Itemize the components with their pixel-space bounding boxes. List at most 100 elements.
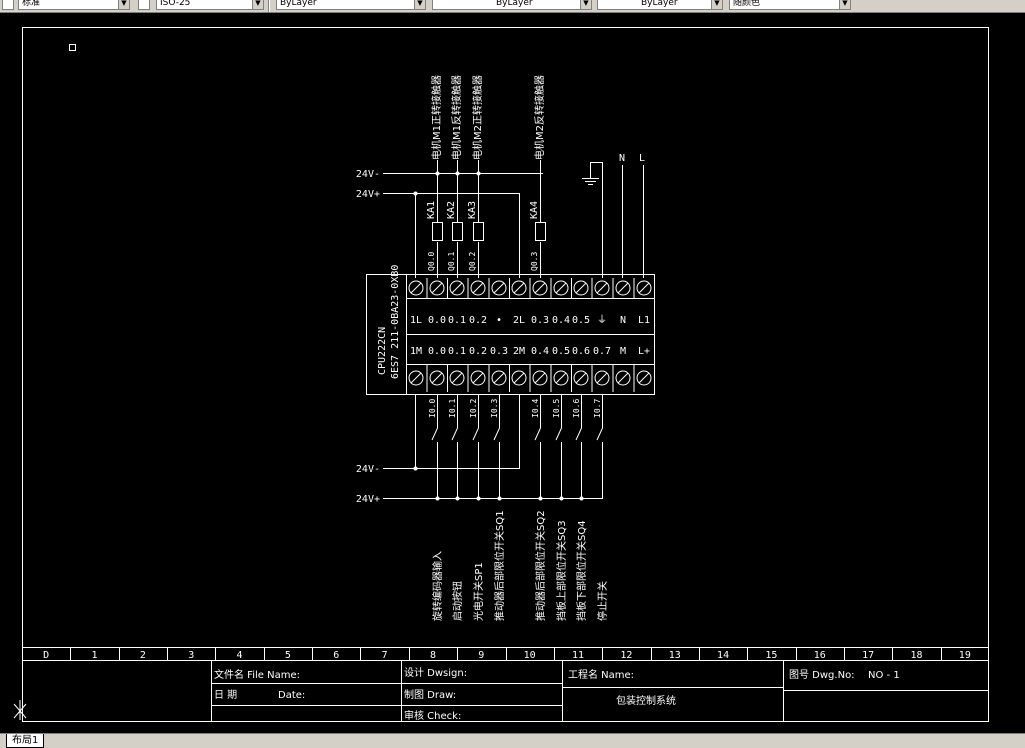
ruler-cell-label: 18	[910, 650, 922, 661]
label-draw: 制图 Draw:	[404, 688, 456, 701]
terminal-screw	[532, 370, 548, 386]
terminal-slot	[513, 372, 525, 384]
terminal-label-upper: 0.2	[469, 315, 487, 326]
junction-dot	[435, 171, 440, 176]
input-device-label: 推动器后部限位开关SQ1	[493, 510, 506, 621]
terminal-label-lower: 0.3	[490, 346, 508, 357]
junction-dot	[476, 496, 481, 501]
switch-contact	[431, 427, 438, 441]
terminal-slot	[534, 282, 546, 294]
label-supply-l: L	[639, 153, 645, 164]
input-address-label: I0.0	[428, 399, 437, 418]
terminal-label-upper: 0.0	[428, 315, 446, 326]
input-device-label: 挡板下部限位开关SQ4	[575, 520, 588, 621]
ruler-cell-label: 12	[620, 650, 632, 661]
chevron-down-icon[interactable]: ▼	[118, 0, 129, 9]
terminal-slot	[472, 372, 484, 384]
output-address-label: Q0.3	[530, 252, 539, 271]
terminal-screw	[408, 370, 424, 386]
terminal-slot	[638, 372, 650, 384]
junction-dot	[435, 496, 440, 501]
ruler-cell-label: 9	[478, 650, 484, 661]
ruler-cell-label: 19	[959, 650, 971, 661]
terminal-screw	[491, 280, 507, 296]
switch-contact	[534, 427, 541, 441]
terminal-slot	[596, 282, 608, 294]
dim-style-combo[interactable]: ISO-25 ▼	[156, 0, 264, 10]
ruler-cell-label: 8	[430, 650, 436, 661]
plc-body	[366, 274, 655, 395]
terminal-label-lower: 2M	[513, 346, 525, 357]
terminal-screw	[429, 370, 445, 386]
properties-toolbar: 标准 ▼ ISO-25 ▼ ByLayer ▼ ByLayer ▼ ByLaye…	[0, 0, 1025, 13]
coil-ka2	[452, 222, 463, 241]
switch-contact	[575, 427, 582, 441]
label-date-en: Date:	[278, 690, 305, 701]
terminal-screw	[636, 370, 652, 386]
linetype-combo[interactable]: ByLayer ▼	[432, 0, 592, 10]
plotstyle-combo[interactable]: 随颜色 ▼	[729, 0, 851, 10]
terminal-label-lower: M	[620, 346, 626, 357]
output-address-label: Q0.0	[427, 252, 436, 271]
corner-marker	[69, 44, 76, 51]
label-24v-plus-top: 24V+	[356, 189, 380, 200]
input-device-label: 旋转编码器输入	[431, 551, 444, 621]
chevron-down-icon[interactable]: ▼	[839, 0, 850, 9]
input-address-label: I0.5	[552, 399, 561, 418]
input-device-label: 启动按钮	[451, 581, 464, 621]
terminal-slot	[451, 282, 463, 294]
input-device-label: 停止开关	[596, 581, 609, 621]
terminal-slot	[555, 282, 567, 294]
output-device-label: 电机M1正转接触器	[430, 75, 443, 160]
terminal-slot	[617, 282, 629, 294]
terminal-screw	[615, 280, 631, 296]
ruler-cell-label: 17	[862, 650, 874, 661]
terminal-label-lower: 1M	[410, 346, 422, 357]
input-address-label: I0.1	[448, 399, 457, 418]
chevron-down-icon[interactable]: ▼	[711, 0, 722, 9]
input-device-label: 挡板上部限位开关SQ3	[555, 520, 568, 621]
terminal-screw	[636, 280, 652, 296]
terminal-screw	[553, 280, 569, 296]
tab-layout1[interactable]: 布局1	[6, 734, 45, 748]
label-dwg-no: 图号 Dwg.No:	[789, 669, 855, 681]
label-check: 审核 Check:	[404, 709, 461, 722]
linetype-value: ByLayer	[496, 0, 533, 8]
terminal-label-upper: 1L	[410, 315, 422, 326]
terminal-screw	[573, 370, 589, 386]
text-style-combo[interactable]: 标准 ▼	[18, 0, 130, 10]
terminal-screw	[470, 280, 486, 296]
terminal-screw	[573, 280, 589, 296]
terminal-screw	[470, 370, 486, 386]
terminal-screw	[615, 370, 631, 386]
terminal-screw	[408, 280, 424, 296]
chevron-down-icon[interactable]: ▼	[414, 0, 425, 9]
layer-combo[interactable]: ByLayer ▼	[276, 0, 426, 10]
junction-dot	[538, 496, 543, 501]
plc-order-label: 6ES7 211-0BA23-0XB0	[390, 265, 401, 379]
output-address-label: Q0.1	[447, 252, 456, 271]
plotstyle-value: 随颜色	[733, 0, 761, 8]
ruler-cell-label: D	[43, 650, 49, 661]
ruler-cell-label: 15	[765, 650, 777, 661]
chevron-down-icon[interactable]: ▼	[252, 0, 263, 9]
lineweight-combo[interactable]: ByLayer ▼	[597, 0, 723, 10]
coil-label: KA3	[467, 201, 478, 219]
ruler-cell-label: 3	[188, 650, 194, 661]
switch-contact	[555, 427, 562, 441]
junction-dot	[559, 496, 564, 501]
ucs-icon	[13, 700, 27, 720]
terminal-label-lower: 0.2	[469, 346, 487, 357]
input-address-label: I0.6	[572, 399, 581, 418]
chevron-down-icon[interactable]: ▼	[580, 0, 591, 9]
terminal-slot	[431, 372, 443, 384]
dim-style-icon[interactable]	[138, 0, 150, 10]
terminal-label-upper: 0.1	[448, 315, 466, 326]
junction-dot	[455, 496, 460, 501]
junction-dot	[476, 171, 481, 176]
junction-dot	[413, 191, 418, 196]
text-style-icon[interactable]	[2, 0, 14, 10]
terminal-screw	[491, 370, 507, 386]
ruler-cell-label: 6	[333, 650, 339, 661]
